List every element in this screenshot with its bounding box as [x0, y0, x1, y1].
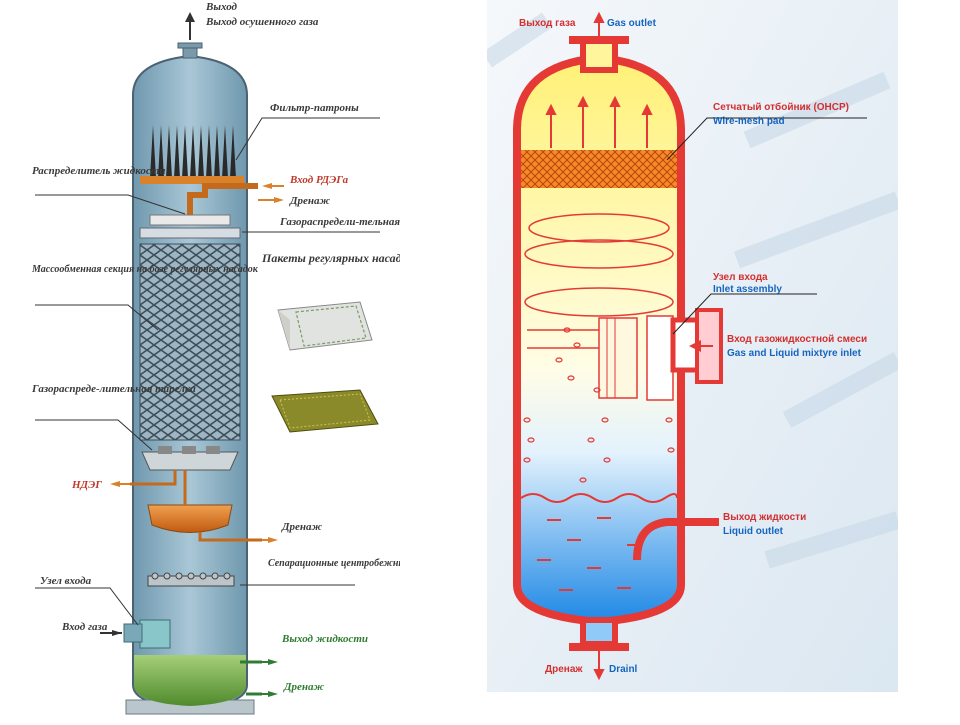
label-inlet-assembly-en: Inlet assembly: [713, 284, 782, 295]
droplets: [523, 327, 675, 483]
label-inlet-assembly-ru: Узел входа: [713, 272, 768, 283]
label-inlet-rdeg: Вход РДЭГа: [289, 174, 349, 186]
liquid-level: [520, 493, 678, 503]
right-leader-lines: [666, 117, 867, 335]
label-wire-mesh-en: Wire-mesh pad: [713, 116, 785, 127]
centrifugal-elements: [147, 572, 235, 587]
absorber-diagram: Выход Выход осушенного газа Фильтр-патро…: [0, 0, 457, 720]
gas-distribution-section: [139, 227, 241, 239]
separator-diagram: Выход газа Gas outlet Сетчатый отбойник …: [482, 0, 903, 692]
label-inlet-unit: Узел входа: [40, 575, 92, 587]
label-mixture-inlet-ru: Вход газожидкостной смеси: [727, 334, 867, 345]
liquid-collector: [147, 470, 262, 542]
gas-distribution-tray: [130, 446, 239, 486]
wire-mesh-pad: [521, 150, 677, 188]
packing-block-1: [277, 301, 373, 351]
leader-lines: [35, 117, 380, 626]
label-distributor: Распределитель жидкости: [32, 165, 165, 177]
label-gas-section: Газораспредели-тельная секция: [279, 216, 400, 228]
filter-cartridges: [140, 125, 244, 184]
gas-flow-arrows: [545, 11, 653, 681]
label-mixture-inlet-en: Gas and Liquid mixtyre inlet: [727, 348, 862, 359]
label-gas-outlet-en: Gas outlet: [607, 18, 657, 29]
label-top-outlet-1: Выход: [205, 1, 238, 13]
absorber-svg: Выход Выход осушенного газа Фильтр-патро…: [31, 1, 457, 715]
inlet-unit: [123, 619, 171, 649]
label-gas-outlet-ru: Выход газа: [519, 18, 576, 29]
label-packs: Пакеты регулярных насадок: [261, 251, 400, 265]
label-drain-2: Дренаж: [281, 521, 323, 533]
label-gas-inlet: Вход газа: [61, 621, 108, 633]
label-mass-exchange: Массообменная секция на базе регулярных …: [31, 264, 259, 275]
structured-packing: [139, 243, 241, 441]
label-centrifugal: Сепарационные центробежные элементы: [268, 558, 400, 569]
label-liquid-outlet: Выход жидкости: [281, 633, 368, 645]
separator-svg: Выход газа Gas outlet Сетчатый отбойник …: [482, 0, 903, 692]
liquid-distributor: [149, 183, 258, 226]
label-liquid-outlet-ru: Выход жидкости: [723, 512, 806, 523]
swirl-flow: [524, 213, 674, 349]
label-liquid-outlet-en: Liquid outlet: [723, 526, 784, 537]
inlet-assembly: [598, 308, 723, 401]
label-drain-en: Drainl: [609, 664, 638, 675]
label-gas-tray: Газораспреде-лительная тарелка: [31, 383, 196, 395]
top-outlet-arrow: [185, 12, 195, 40]
label-drain-1: Дренаж: [289, 195, 331, 207]
label-drain-ru: Дренаж: [545, 664, 583, 675]
label-filter: Фильтр-патроны: [270, 102, 359, 114]
liquid-dashes: [537, 517, 641, 591]
bottom-pipes: [240, 660, 262, 696]
label-wire-mesh-ru: Сетчатый отбойник (ОНСР): [713, 101, 849, 113]
label-top-outlet: Выход осушенного газа: [205, 16, 319, 28]
label-drain-3: Дренаж: [283, 681, 325, 693]
background-streaks: [482, 12, 903, 569]
packing-block-2: [271, 389, 379, 433]
liquid-sump: [134, 655, 246, 706]
label-ndeg: НДЭГ: [71, 479, 102, 491]
side-arrows: [100, 183, 284, 697]
liquid-outlet-pipe: [633, 518, 719, 561]
